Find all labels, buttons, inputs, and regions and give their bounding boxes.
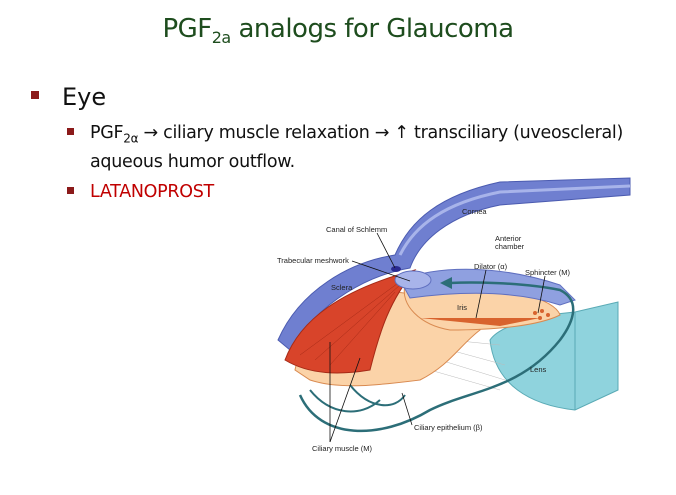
cornea-highlight bbox=[398, 184, 631, 256]
dilator-muscle bbox=[420, 318, 540, 326]
bullet-marker bbox=[31, 91, 39, 99]
canal-of-schlemm bbox=[391, 266, 401, 272]
bullet-eye: Eye bbox=[62, 83, 107, 111]
bullet-mechanism: PGF2α → ciliary muscle relaxation → ↑ tr… bbox=[90, 123, 623, 172]
label-canal-of-schlemm: Canal of Schlemm bbox=[326, 225, 387, 234]
label-chamber: chamber bbox=[495, 242, 525, 251]
ciliary-muscle bbox=[284, 269, 417, 374]
label-ciliary-epithelium: Ciliary epithelium (β) bbox=[414, 423, 483, 432]
bullet-marker bbox=[67, 128, 74, 135]
bullet-latanoprost: LATANOPROST bbox=[90, 182, 214, 202]
label-iris: Iris bbox=[457, 303, 467, 312]
zonule-fibers bbox=[429, 339, 506, 391]
slide-title: PGF2a analogs for Glaucoma bbox=[162, 14, 514, 48]
label-lens: Lens bbox=[530, 365, 547, 374]
muscle-fibers bbox=[299, 277, 406, 366]
trabecular-meshwork bbox=[394, 270, 432, 290]
label-trabecular-meshwork: Trabecular meshwork bbox=[277, 256, 349, 265]
label-sclera: Sclera bbox=[331, 283, 353, 292]
label-ciliary-muscle: Ciliary muscle (M) bbox=[312, 444, 373, 453]
label-anterior: Anterior bbox=[495, 234, 522, 243]
sphincter-muscle bbox=[533, 309, 550, 320]
label-dilator: Dilator (α) bbox=[474, 262, 508, 271]
bullet-marker bbox=[67, 187, 74, 194]
label-cornea: Cornea bbox=[462, 207, 487, 216]
label-sphincter: Sphincter (M) bbox=[525, 268, 571, 277]
leader-lines bbox=[329, 232, 546, 443]
iris-top bbox=[399, 268, 576, 306]
aqueous-flow-path bbox=[298, 281, 575, 433]
flow-arrowhead bbox=[440, 277, 452, 289]
